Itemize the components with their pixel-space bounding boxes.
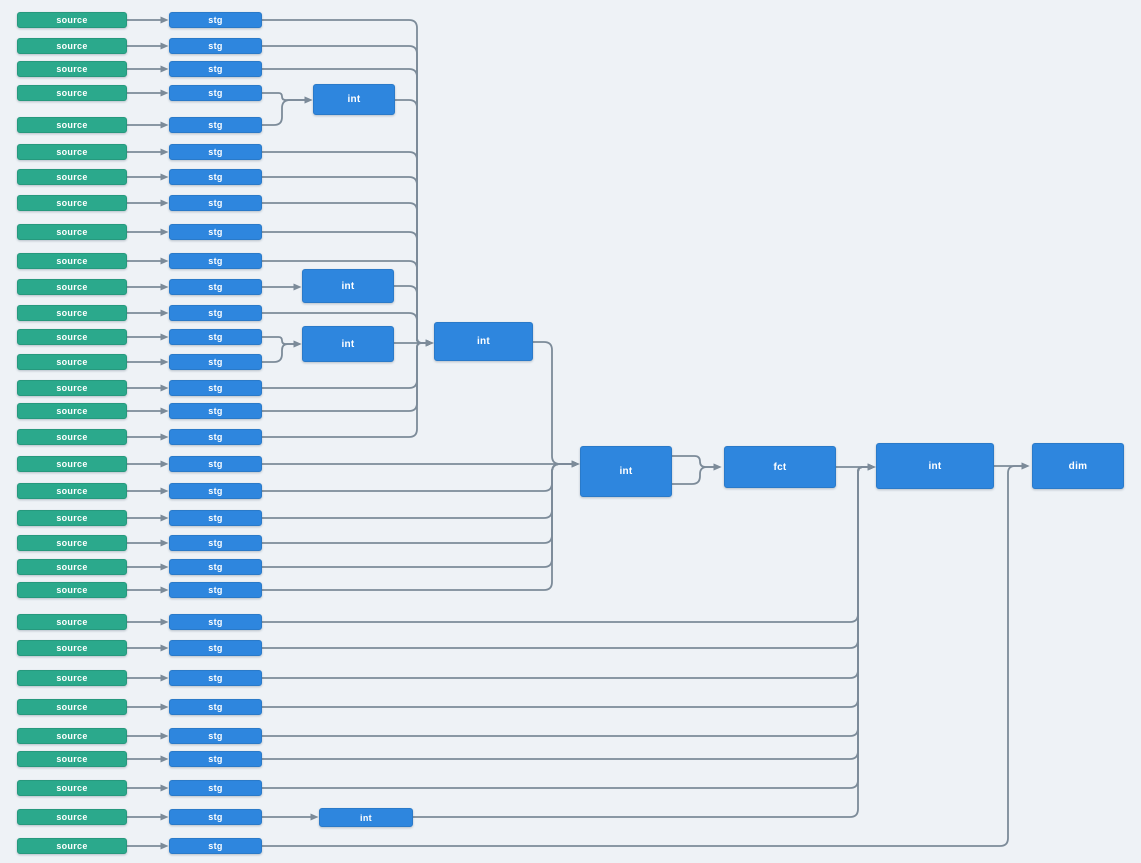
- node-source-7[interactable]: source: [17, 169, 127, 185]
- node-stg-9[interactable]: stg: [169, 224, 262, 240]
- node-source-2[interactable]: source: [17, 38, 127, 54]
- node-stg-6[interactable]: stg: [169, 144, 262, 160]
- edge-group: [126, 16, 1030, 850]
- node-source-22[interactable]: source: [17, 559, 127, 575]
- node-stg-17[interactable]: stg: [169, 429, 262, 445]
- node-stg-30[interactable]: stg: [169, 780, 262, 796]
- node-source-9[interactable]: source: [17, 224, 127, 240]
- node-stg-27[interactable]: stg: [169, 699, 262, 715]
- node-stg-16[interactable]: stg: [169, 403, 262, 419]
- node-source-31[interactable]: source: [17, 809, 127, 825]
- node-stg-13[interactable]: stg: [169, 329, 262, 345]
- node-source-12[interactable]: source: [17, 305, 127, 321]
- node-stg-23[interactable]: stg: [169, 582, 262, 598]
- node-stg-20[interactable]: stg: [169, 510, 262, 526]
- node-source-14[interactable]: source: [17, 354, 127, 370]
- node-dim[interactable]: dim: [1032, 443, 1124, 489]
- node-source-21[interactable]: source: [17, 535, 127, 551]
- node-stg-7[interactable]: stg: [169, 169, 262, 185]
- node-stg-29[interactable]: stg: [169, 751, 262, 767]
- node-source-25[interactable]: source: [17, 640, 127, 656]
- node-source-32[interactable]: source: [17, 838, 127, 854]
- node-stg-24[interactable]: stg: [169, 614, 262, 630]
- edge-int7-out: [412, 463, 876, 818]
- node-stg-28[interactable]: stg: [169, 728, 262, 744]
- node-stg-18[interactable]: stg: [169, 456, 262, 472]
- node-source-28[interactable]: source: [17, 728, 127, 744]
- node-source-20[interactable]: source: [17, 510, 127, 526]
- node-source-24[interactable]: source: [17, 614, 127, 630]
- node-stg-4[interactable]: stg: [169, 85, 262, 101]
- node-int4[interactable]: int: [434, 322, 533, 361]
- node-source-4[interactable]: source: [17, 85, 127, 101]
- node-source-26[interactable]: source: [17, 670, 127, 686]
- node-stg-14[interactable]: stg: [169, 354, 262, 370]
- node-source-1[interactable]: source: [17, 12, 127, 28]
- edge-stg-4-int1: [261, 92, 313, 104]
- node-stg-12[interactable]: stg: [169, 305, 262, 321]
- node-source-3[interactable]: source: [17, 61, 127, 77]
- edge-stg-5-int1: [261, 96, 313, 126]
- node-stg-11[interactable]: stg: [169, 279, 262, 295]
- node-source-11[interactable]: source: [17, 279, 127, 295]
- node-source-10[interactable]: source: [17, 253, 127, 269]
- node-stg-26[interactable]: stg: [169, 670, 262, 686]
- node-source-27[interactable]: source: [17, 699, 127, 715]
- node-int2[interactable]: int: [302, 269, 394, 303]
- node-source-17[interactable]: source: [17, 429, 127, 445]
- node-stg-19[interactable]: stg: [169, 483, 262, 499]
- node-source-18[interactable]: source: [17, 456, 127, 472]
- node-int5[interactable]: int: [580, 446, 672, 497]
- node-int7[interactable]: int: [319, 808, 413, 827]
- node-int1[interactable]: int: [313, 84, 395, 115]
- node-source-15[interactable]: source: [17, 380, 127, 396]
- node-stg-15[interactable]: stg: [169, 380, 262, 396]
- node-fct[interactable]: fct: [724, 446, 836, 488]
- node-int3[interactable]: int: [302, 326, 394, 362]
- edge-stg-13-int3: [261, 336, 302, 348]
- edge-int4-out: [532, 341, 580, 468]
- node-stg-31[interactable]: stg: [169, 809, 262, 825]
- node-source-6[interactable]: source: [17, 144, 127, 160]
- node-source-13[interactable]: source: [17, 329, 127, 345]
- node-stg-5[interactable]: stg: [169, 117, 262, 133]
- edge-int5-out-lower: [671, 463, 722, 485]
- node-stg-22[interactable]: stg: [169, 559, 262, 575]
- node-source-5[interactable]: source: [17, 117, 127, 133]
- node-stg-8[interactable]: stg: [169, 195, 262, 211]
- node-stg-25[interactable]: stg: [169, 640, 262, 656]
- node-stg-3[interactable]: stg: [169, 61, 262, 77]
- node-source-30[interactable]: source: [17, 780, 127, 796]
- node-source-19[interactable]: source: [17, 483, 127, 499]
- node-source-8[interactable]: source: [17, 195, 127, 211]
- node-stg-1[interactable]: stg: [169, 12, 262, 28]
- node-stg-10[interactable]: stg: [169, 253, 262, 269]
- node-stg-21[interactable]: stg: [169, 535, 262, 551]
- node-source-23[interactable]: source: [17, 582, 127, 598]
- node-source-29[interactable]: source: [17, 751, 127, 767]
- node-stg-2[interactable]: stg: [169, 38, 262, 54]
- node-source-16[interactable]: source: [17, 403, 127, 419]
- node-stg-32[interactable]: stg: [169, 838, 262, 854]
- edge-stg-14-int3: [261, 340, 302, 363]
- node-int6[interactable]: int: [876, 443, 994, 489]
